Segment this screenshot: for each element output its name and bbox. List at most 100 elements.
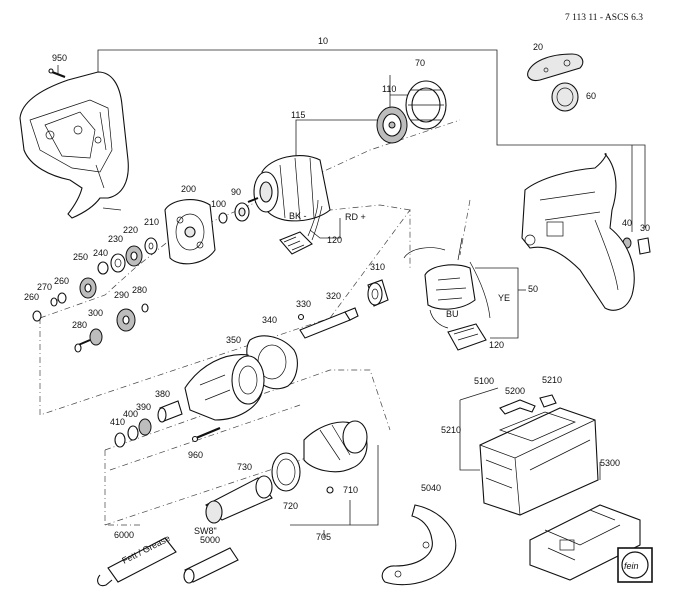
callout: 390 [136,402,151,412]
drawing-code: 7 113 11 - ASCS 6.3 [565,13,643,23]
part-300-spindle [74,328,103,353]
part-950-screw [48,68,66,79]
callout: 260 [54,276,69,286]
callout: 950 [52,53,67,63]
callout: 310 [370,262,385,272]
callout: 400 [123,409,138,419]
callout: 350 [226,335,241,345]
callout: 300 [88,308,103,318]
part-310-sleeve [367,279,389,307]
callout-numbers: 950 10 20 60 70 110 115 200 90 100 210 2… [24,36,650,545]
part-260-270-rings [32,292,67,322]
part-240-ring [97,261,109,275]
callout: 60 [586,91,596,101]
part-390-410-rings [114,418,152,448]
part-330-pin [297,313,305,321]
callout: 280 [72,320,87,330]
callout: 240 [93,248,108,258]
part-5000-bit [183,547,239,584]
callout: 220 [123,225,138,235]
callout: 10 [318,36,328,46]
wire-label-bu: BU [446,309,459,319]
part-380-sleeve [157,400,183,423]
part-10-housing-left [19,71,129,219]
part-5300-insert [529,504,641,581]
callout: 40 [622,218,632,228]
callout: 710 [343,485,358,495]
callout: 50 [528,284,538,294]
callout: 270 [37,282,52,292]
callout: 6000 [114,530,134,540]
part-290-gear [116,303,149,332]
part-250-gear [79,277,97,299]
leader-lines [56,49,646,538]
fein-logo: fein [617,547,653,583]
callout: 210 [144,217,159,227]
callout: 5300 [600,458,620,468]
callout: 30 [640,223,650,233]
part-320-shaft [299,307,359,339]
callout: 200 [181,184,196,194]
part-200-gearbox [164,199,216,265]
callout: 100 [211,199,226,209]
part-50-electronics [403,237,491,329]
part-5040-belt-clip [381,504,457,586]
part-120-connector-upper [279,199,323,255]
part-120-connector-lower [447,323,487,351]
part-6000-grease-tube: Fett / Grease [97,533,177,587]
callout: 280 [132,285,147,295]
part-70-ring [405,80,447,130]
callout: 705 [316,532,331,542]
callout: 410 [110,417,125,427]
part-710-detent [326,486,334,494]
part-100-washer [218,212,228,224]
callout: 20 [533,42,543,52]
callout: 120 [489,340,504,350]
part-220-gear [125,245,143,267]
callout: 110 [382,84,396,94]
callout: 5210 [542,375,562,385]
callout: 5040 [421,483,441,493]
part-90-bearing [234,202,250,222]
callout: 5200 [505,386,525,396]
part-20-clip [527,53,584,82]
part-705-depth-stop [303,420,368,473]
callout: 290 [114,290,129,300]
callout: 5210 [441,425,461,435]
part-720-ring [271,452,301,492]
part-210-washer [144,237,158,255]
callout: 90 [231,187,241,197]
wire-label-ye: YE [498,293,510,303]
part-5200-handle [499,394,557,415]
callout: 250 [73,252,88,262]
sw-label: SW8" [194,526,217,536]
callout: 320 [326,291,341,301]
callout: 120 [327,235,342,245]
wire-label-bk: BK - [289,211,307,221]
logo-text: fein [624,561,639,571]
callout: 70 [415,58,425,68]
part-10-housing-right [521,153,635,311]
callout: 960 [188,450,203,460]
callout: 260 [24,292,39,302]
part-5100-case [479,407,599,516]
callout: 115 [291,110,305,120]
part-350-gear-housing [184,354,265,421]
callout: 5000 [200,535,220,545]
part-110-fan-gear [376,106,408,144]
part-730-bit-holder [205,475,273,524]
part-60-cap [551,82,579,112]
part-230-washer [110,253,126,273]
callout: 720 [283,501,298,511]
callout: 5100 [474,376,494,386]
part-960-screw [191,426,221,443]
callout: 330 [296,299,311,309]
part-115-motor [247,155,331,222]
callout: 340 [262,315,277,325]
callout: 230 [108,234,123,244]
callout: 730 [237,462,252,472]
wire-label-rd: RD + [345,212,366,222]
callout: 380 [155,389,170,399]
